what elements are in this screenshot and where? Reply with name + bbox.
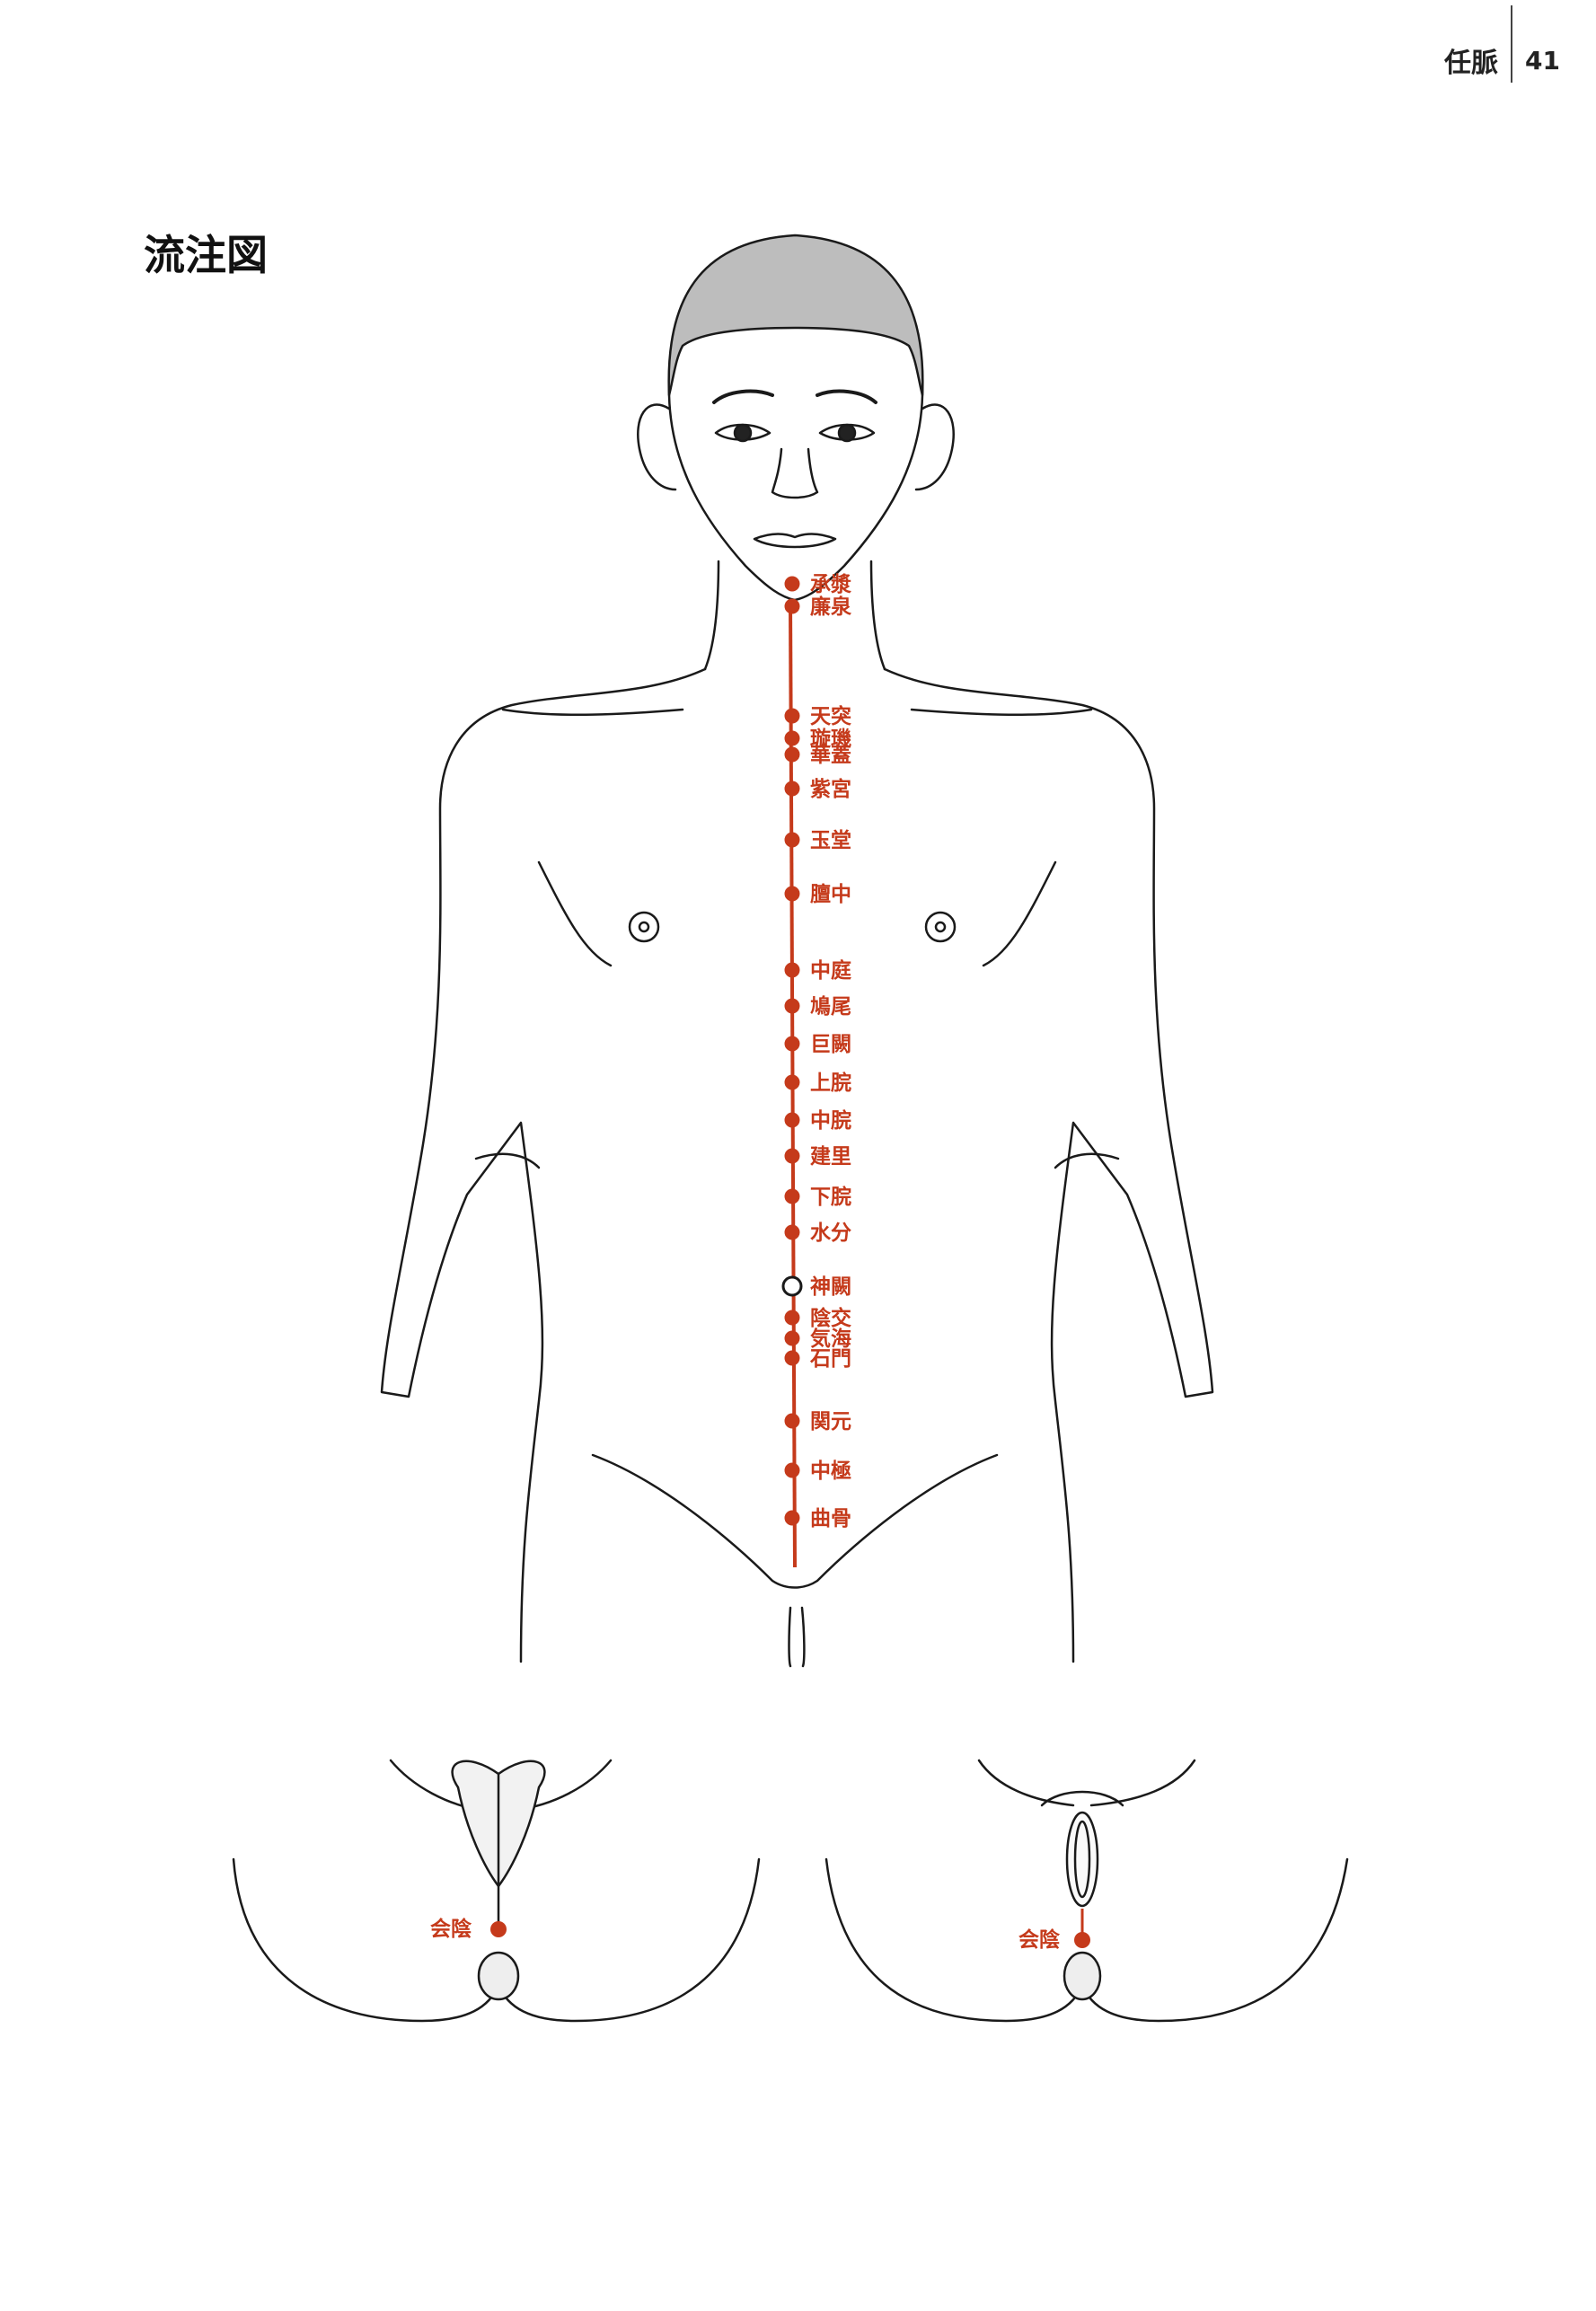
running-head: 任脈 [1444, 48, 1499, 79]
huiyin-female-label: 会陰 [1018, 1927, 1061, 1952]
right-eye [818, 423, 876, 441]
acupoint-marker [784, 1310, 800, 1326]
page-header: 任脈 41 [1444, 5, 1560, 83]
right-brow [816, 389, 877, 404]
acupoint-label: 石門 [809, 1347, 851, 1371]
body-outline [232, 234, 1349, 2023]
acupoint-label: 中脘 [810, 1108, 851, 1133]
acupoint-label: 下脘 [810, 1185, 851, 1209]
female-perineum-figure [824, 1759, 1349, 2023]
acupoint-label: 水分 [810, 1222, 851, 1245]
acupoint-label: 気海 [810, 1327, 851, 1351]
neck [703, 560, 720, 671]
acupoint-label: 中極 [810, 1459, 851, 1483]
huiyin-female-point [1074, 1932, 1090, 1948]
huiyin-male-label: 会陰 [430, 1917, 472, 1941]
acupoint-label: 曲骨 [810, 1507, 851, 1530]
left-eye [714, 423, 772, 441]
acupoint-label: 膻中 [809, 883, 851, 906]
acupoint-label: 璇璣 [810, 728, 851, 751]
hair [667, 234, 924, 397]
front-point-markers: 承漿廉泉天突璇璣華蓋紫宮玉堂膻中中庭鳩尾巨闕上脘中脘建里下脘水分神闕陰交気海石門… [781, 573, 852, 1530]
acupoint-marker [784, 1036, 800, 1052]
acupoint-marker [784, 576, 800, 592]
section-title: 流注図 [144, 231, 268, 279]
acupoint-marker [784, 962, 800, 978]
acupoint-marker [784, 708, 800, 724]
torso-outline [380, 667, 707, 1663]
acupoint-marker [784, 1148, 800, 1164]
acupoint-marker [781, 1275, 803, 1297]
acupoint-label: 神闕 [810, 1275, 851, 1299]
acupoint-marker [784, 598, 800, 614]
acupoint-label: 中庭 [810, 958, 851, 983]
right-nipple [924, 911, 957, 943]
acupoint-marker [784, 1510, 800, 1526]
male-perineum-figure [232, 1759, 761, 2023]
left-brow [712, 389, 774, 404]
acupoint-label: 紫宮 [810, 777, 851, 801]
acupoint-marker [784, 746, 800, 763]
acupoint-marker [784, 1188, 800, 1204]
acupoint-label: 陰交 [810, 1306, 851, 1330]
acupoint-label: 巨闕 [810, 1033, 851, 1056]
left-nipple [628, 911, 660, 943]
acupoint-label: 玉堂 [810, 829, 851, 852]
acupoint-label: 華蓋 [810, 743, 851, 767]
acupoint-marker [784, 1462, 800, 1478]
acupoint-marker [784, 886, 800, 902]
acupoint-marker [784, 1074, 800, 1090]
groin-line [591, 1453, 999, 1589]
left-ear [637, 403, 677, 491]
right-ear [914, 403, 955, 491]
acupoint-label: 関元 [810, 1410, 851, 1433]
acupoint-marker [784, 1112, 800, 1128]
acupoint-marker [784, 781, 800, 797]
acupoint-marker [784, 998, 800, 1014]
acupoint-label: 天突 [810, 704, 851, 728]
acupoint-label: 建里 [810, 1145, 851, 1169]
acupoint-marker [784, 1224, 800, 1240]
nose [771, 447, 819, 499]
acupoint-label: 鳩尾 [810, 994, 851, 1019]
acupoint-marker [784, 1330, 800, 1346]
page-number: 41 [1525, 45, 1560, 75]
acupoint-marker [784, 730, 800, 746]
acupoint-label: 廉泉 [810, 595, 852, 619]
header-divider [1511, 5, 1513, 83]
acupoint-marker [784, 832, 800, 848]
acupoint-marker [784, 1350, 800, 1366]
huiyin-male-point [490, 1921, 507, 1937]
acupoint-label: 上脘 [810, 1071, 851, 1095]
mouth [753, 533, 837, 549]
acupoint-marker [784, 1413, 800, 1429]
acupoint-label: 承漿 [810, 573, 851, 596]
